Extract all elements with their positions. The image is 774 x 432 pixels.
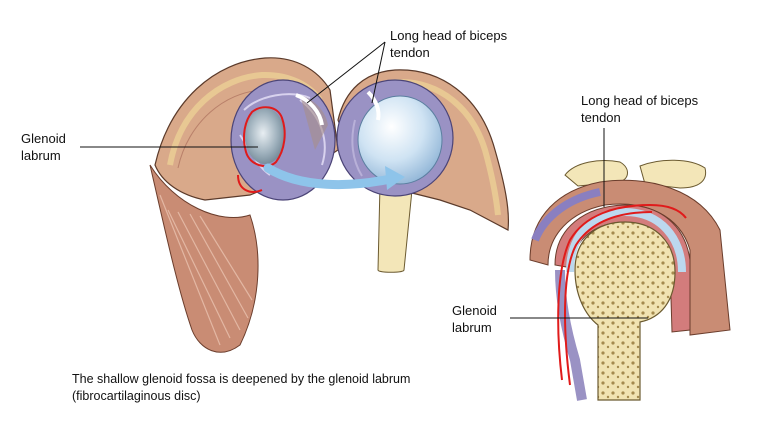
deltoid-section: [529, 179, 731, 336]
humerus-shaft: [377, 184, 413, 273]
label-glenoid-labrum-right: Glenoid labrum: [452, 303, 497, 335]
label-biceps-tendon-right: Long head of biceps tendon: [581, 93, 699, 125]
left-arm-muscle: [149, 164, 259, 353]
leader-biceps-b: [371, 41, 386, 104]
rotation-arrow: [263, 163, 405, 190]
label-biceps-tendon-left: Long head of biceps tendon: [390, 28, 508, 60]
biceps-tendon-left: [295, 90, 381, 126]
biceps-tendon-section: [557, 203, 687, 386]
label-glenoid-labrum-left: Glenoid labrum: [21, 131, 66, 163]
figure-caption: The shallow glenoid fossa is deepened by…: [72, 372, 411, 403]
glenoid-labrum-outline: [243, 106, 286, 168]
leader-biceps-a: [306, 41, 386, 104]
glenoid-fossa: [237, 106, 286, 193]
humeral-head-capsule: [336, 79, 454, 197]
